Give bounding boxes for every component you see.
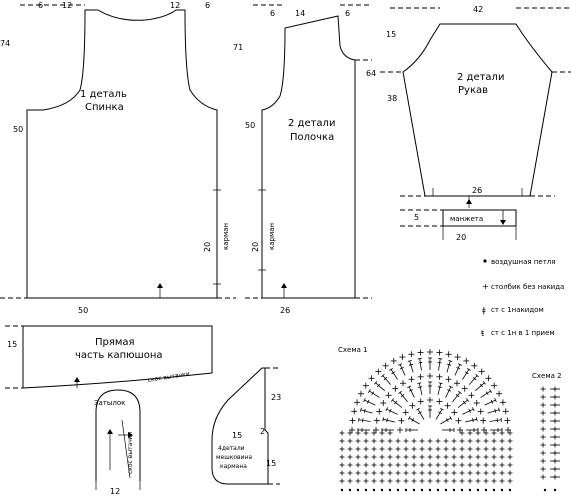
hood-back-dim-width: 12 [110,487,120,496]
pocket-label-line2: мешковина [216,454,252,461]
legend-dc-tog-icon: ŧ [481,329,484,338]
back-title-line1: 1 деталь [80,89,127,100]
front-dim-top-left: 6 [270,9,275,18]
stitch-legend: воздушная петля + столбик без накида ǂ с… [481,258,564,338]
sleeve-piece: 42 15 38 26 5 20 манжета 2 детали Рукав [380,5,571,242]
back-dim-bottom: 50 [78,306,88,315]
sleeve-dim-side: 38 [387,94,397,103]
legend-item-2: столбик без накида [491,283,564,291]
front-dim-height-right: 64 [366,69,376,78]
legend-item-3: ст с 1накидом [491,306,544,314]
hood-dart-label: скос вытачки [147,370,190,384]
back-piece: 6 12 12 6 74 50 50 20 карман 1 деталь Сп… [0,1,236,315]
sleeve-dim-cuff-height: 5 [414,213,419,222]
front-piece: 6 14 6 71 64 50 26 20 карман 2 детали По… [233,4,376,315]
back-title-line2: Спинка [85,102,124,113]
sleeve-dim-bottom-inner: 26 [472,186,482,195]
front-dim-height-side: 50 [245,121,255,130]
legend-chain-icon [483,259,487,263]
sleeve-title-line1: 2 детали [457,72,504,83]
back-pocket-label: карман [222,223,230,250]
back-dim-pocket: 20 [203,242,212,252]
legend-sc-icon: + [482,282,489,291]
sleeve-title-line2: Рукав [458,85,488,96]
legend-dc-icon: ǂ [482,306,486,315]
back-dim-height-full: 74 [0,39,10,48]
pocket-dim-small: 2 [260,427,265,436]
hood-title-line1: Прямая [95,337,135,348]
hood-straight-piece: 15 Прямая часть капюшона скос вытачки [5,325,213,389]
back-dim-top-left: 6 [38,1,43,10]
schema2-title: Схема 2 [532,372,562,380]
hood-dim-height: 15 [7,340,17,349]
front-dim-height-full: 71 [233,43,243,52]
sleeve-cuff-label: манжета [450,215,483,223]
pocket-bag-piece: 23 15 2 15 4детали мешковина кармана [211,367,281,485]
front-title-line1: 2 детали [288,118,335,129]
back-dim-height-side: 50 [13,125,23,134]
hood-title-line2: часть капюшона [75,350,163,361]
pocket-label-line3: кармана [220,463,247,470]
sleeve-dim-cuff-width: 20 [456,233,466,242]
front-dim-top-right: 6 [345,9,350,18]
sleeve-dim-top: 42 [473,5,483,14]
front-dim-pocket: 20 [251,242,260,252]
hood-back-piece: Затылок скос вытачки 12 [94,389,141,496]
schema1-chart [339,349,513,492]
schema1-title: Схема 1 [338,346,368,354]
back-dim-top-right: 6 [205,1,210,10]
front-pocket-label: карман [268,223,276,250]
front-dim-top-mid: 14 [295,9,305,18]
legend-item-1: воздушная петля [491,258,555,266]
pocket-dim-bottom: 15 [266,459,276,468]
legend-item-4: ст с 1н в 1 прием [491,329,555,337]
pocket-dim-top: 23 [271,393,281,402]
hood-back-title: Затылок [94,399,125,407]
schema2-chart [540,386,560,492]
sleeve-dim-top-side: 15 [386,30,396,39]
pocket-dim-left: 15 [232,431,242,440]
front-dim-bottom: 26 [280,306,290,315]
front-title-line2: Полочка [290,132,334,143]
back-dim-top-mid-left: 12 [62,1,72,10]
back-dim-top-mid-right: 12 [170,1,180,10]
hood-back-dart-label: скос вытачки [127,432,134,474]
pocket-label-line1: 4детали [218,445,245,452]
